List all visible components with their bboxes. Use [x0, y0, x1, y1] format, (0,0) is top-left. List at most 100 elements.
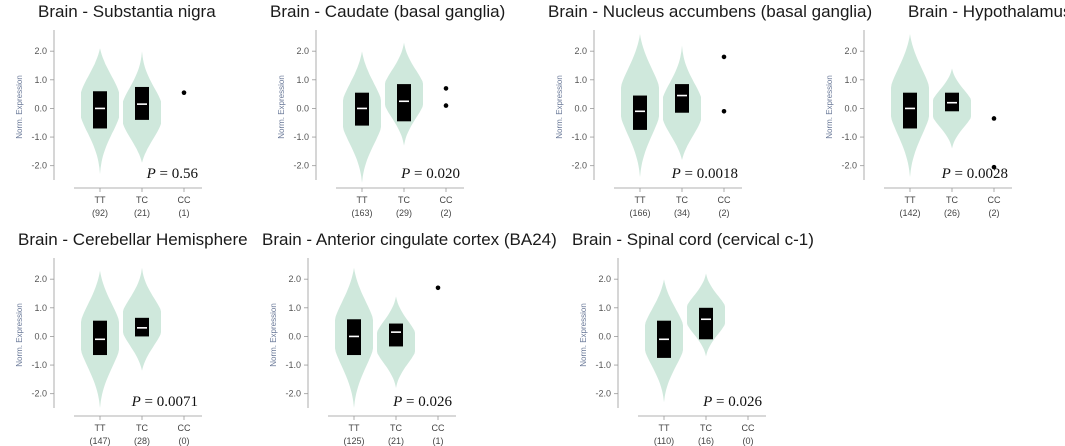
- y-tick-label: 0.0: [296, 103, 309, 113]
- iqr-box: [633, 95, 647, 130]
- category-label: TC: [398, 195, 410, 205]
- y-tick-label: -1.0: [595, 360, 611, 370]
- p-value-label: P = 0.020: [400, 166, 460, 182]
- iqr-box: [93, 320, 107, 356]
- violin-plot-grid: Brain - Substantia nigra 2.0 1.0 0.0 -1.0 -2.…: [15, 0, 1065, 446]
- p-value-number: 0.026: [418, 394, 452, 410]
- p-symbol: P: [941, 166, 951, 182]
- p-equals: =: [141, 394, 157, 410]
- category-label: CC: [988, 195, 1001, 205]
- sample-count-label: (21): [388, 436, 404, 446]
- sample-count-label: (147): [89, 436, 110, 446]
- y-tick-label: 1.0: [34, 75, 47, 85]
- y-tick-label: 1.0: [288, 303, 301, 313]
- y-tick-label: -1.0: [31, 132, 47, 142]
- y-tick-label: 0.0: [34, 331, 47, 341]
- category-label: TT: [357, 195, 368, 205]
- category-label: CC: [440, 195, 453, 205]
- y-tick-label: 1.0: [296, 75, 309, 85]
- sample-count-label: (1): [179, 208, 190, 218]
- p-symbol: P: [702, 394, 712, 410]
- category-label: CC: [432, 423, 445, 433]
- outlier-point: [443, 103, 449, 108]
- p-value-number: 0.020: [426, 166, 460, 182]
- category-label: TT: [905, 195, 916, 205]
- category-label: TT: [95, 195, 106, 205]
- y-tick-label: 1.0: [574, 75, 587, 85]
- iqr-box: [389, 323, 403, 347]
- sample-count-label: (163): [351, 208, 372, 218]
- y-tick-label: 2.0: [288, 274, 301, 284]
- y-tick-label: 0.0: [288, 331, 301, 341]
- sample-count-label: (1): [433, 436, 444, 446]
- sample-count-label: (2): [441, 208, 452, 218]
- category-label: CC: [178, 195, 191, 205]
- sample-count-label: (29): [396, 208, 412, 218]
- outlier-point: [435, 285, 441, 291]
- sample-count-label: (28): [134, 436, 150, 446]
- y-tick-label: 0.0: [574, 103, 587, 113]
- y-tick-label: 0.0: [844, 103, 857, 113]
- panel-title: Brain - Substantia nigra: [38, 2, 216, 21]
- sample-count-label: (16): [698, 436, 714, 446]
- category-label: TC: [700, 423, 712, 433]
- sample-count-label: (125): [343, 436, 364, 446]
- category-label: TT: [95, 423, 106, 433]
- outlier-point: [181, 90, 187, 95]
- y-tick-label: 2.0: [598, 274, 611, 284]
- category-label: CC: [718, 195, 731, 205]
- p-value-number: 0.026: [728, 394, 762, 410]
- y-axis-title: Norm. Expression: [277, 75, 286, 139]
- y-tick-label: -1.0: [841, 132, 857, 142]
- category-label: TT: [349, 423, 360, 433]
- sample-count-label: (142): [899, 208, 920, 218]
- panel-title: Brain - Nucleus accumbens (basal ganglia…: [548, 2, 873, 21]
- category-label: TT: [635, 195, 646, 205]
- category-label: TT: [659, 423, 670, 433]
- panel-title: Brain - Anterior cingulate cortex (BA24): [262, 230, 557, 249]
- p-equals: =: [410, 166, 426, 182]
- p-equals: =: [951, 166, 967, 182]
- p-symbol: P: [131, 394, 141, 410]
- y-tick-label: -1.0: [571, 132, 587, 142]
- sample-count-label: (2): [719, 208, 730, 218]
- outlier-point: [721, 108, 727, 114]
- p-value-number: 0.0018: [697, 166, 738, 182]
- sample-count-label: (0): [179, 436, 190, 446]
- y-tick-label: -2.0: [293, 161, 309, 171]
- y-axis-title: Norm. Expression: [555, 75, 564, 139]
- p-symbol: P: [146, 166, 156, 182]
- y-tick-label: 2.0: [296, 46, 309, 56]
- sample-count-label: (166): [629, 208, 650, 218]
- outlier-point: [721, 54, 727, 60]
- p-value-number: 0.56: [172, 166, 199, 182]
- y-tick-label: -2.0: [571, 161, 587, 171]
- sample-count-label: (2): [989, 208, 1000, 218]
- violin-panel: Brain - Anterior cingulate cortex (BA24)…: [262, 228, 557, 446]
- y-tick-label: 1.0: [34, 303, 47, 313]
- category-label: TC: [676, 195, 688, 205]
- y-axis-title: Norm. Expression: [15, 75, 24, 139]
- iqr-box: [397, 84, 411, 122]
- category-label: TC: [390, 423, 402, 433]
- category-label: TC: [136, 195, 148, 205]
- outlier-point: [443, 86, 449, 91]
- y-tick-label: -2.0: [31, 161, 47, 171]
- category-label: TC: [136, 423, 148, 433]
- y-tick-label: -2.0: [285, 389, 301, 399]
- y-axis-title: Norm. Expression: [269, 303, 278, 367]
- iqr-box: [675, 84, 689, 113]
- y-tick-label: 0.0: [598, 331, 611, 341]
- y-tick-label: 2.0: [574, 46, 587, 56]
- y-tick-label: -1.0: [285, 360, 301, 370]
- iqr-box: [903, 92, 917, 129]
- p-value-label: P = 0.026: [392, 394, 452, 410]
- y-tick-label: -1.0: [293, 132, 309, 142]
- sample-count-label: (92): [92, 208, 108, 218]
